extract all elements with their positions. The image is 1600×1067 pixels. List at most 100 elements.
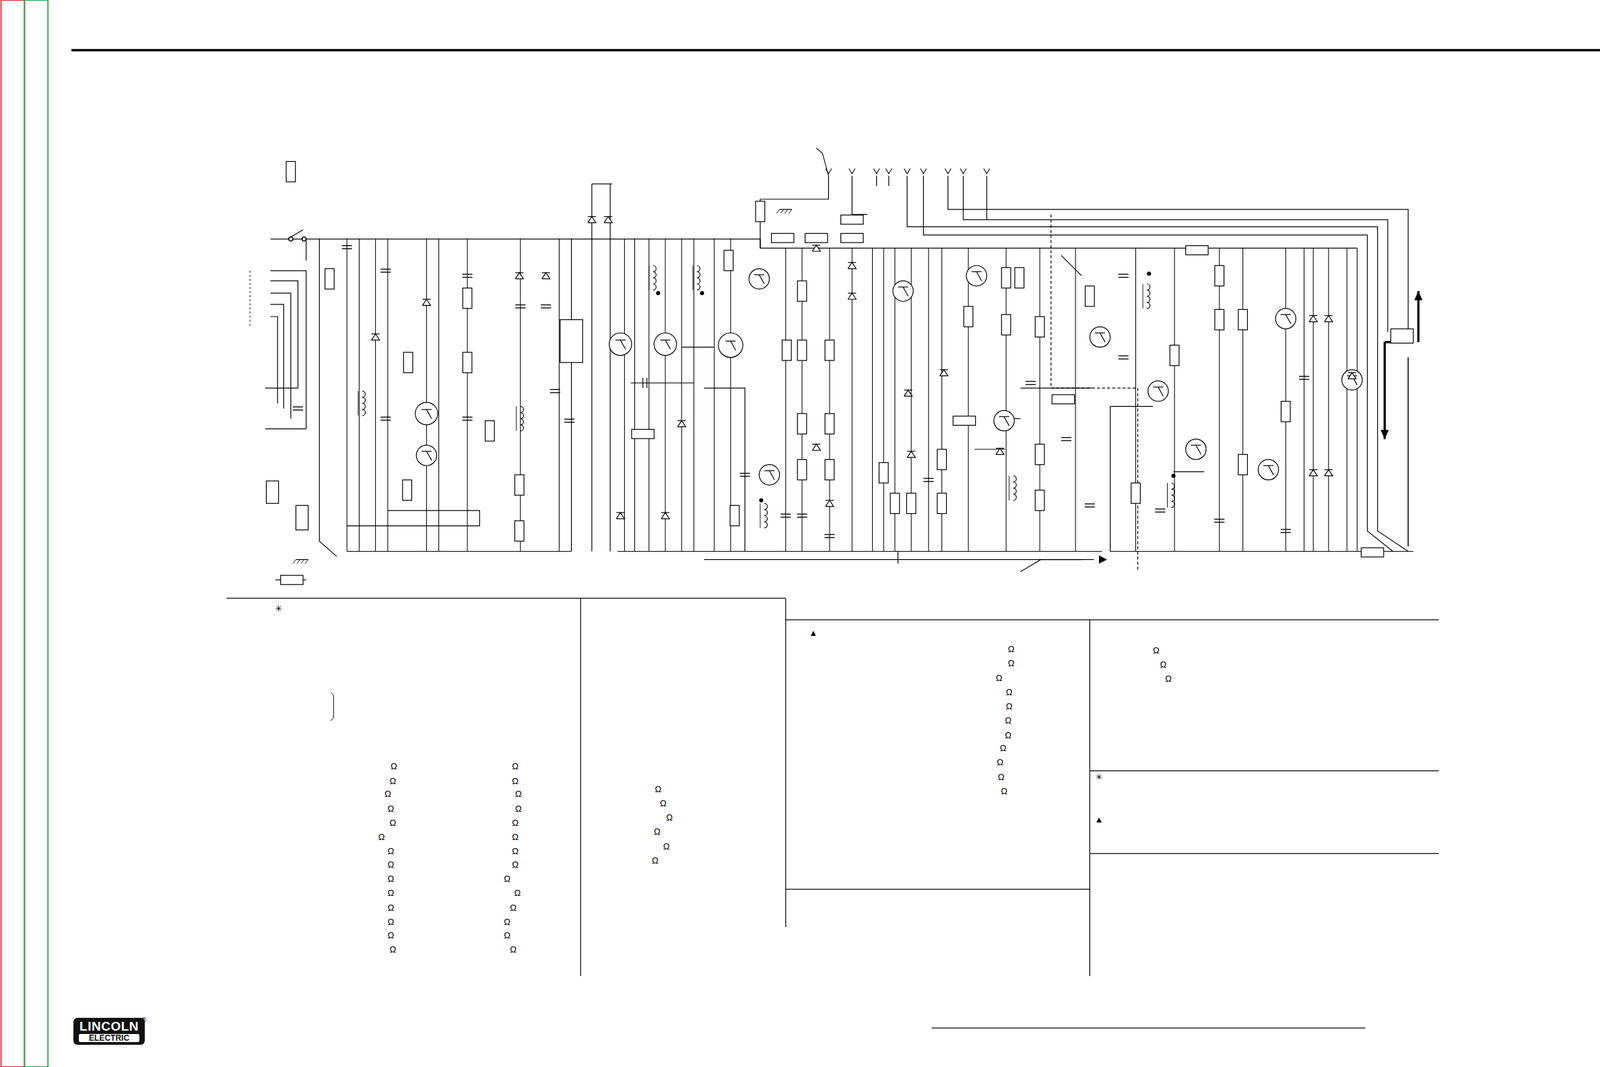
table-symbol: Ω [1004,715,1013,725]
resistor-symbol [1014,267,1025,288]
diode-symbol [904,389,913,396]
wire [883,247,885,551]
wire [346,510,480,526]
diode-symbol [995,447,1005,454]
table-rule [785,888,1091,889]
wire [466,239,468,552]
wire [270,304,285,409]
wire [624,239,625,552]
resistor-symbol [1238,454,1248,475]
table-symbol: ✳ [274,604,283,613]
transistor-leg [426,409,432,419]
diode-symbol [940,369,949,376]
table-symbol: Ω [1152,645,1161,655]
wire [438,239,440,552]
wire [888,175,889,186]
capacitor-symbol [1154,511,1165,512]
wire [664,239,666,552]
resistor-symbol [937,492,947,514]
capacitor-symbol [796,516,807,518]
table-symbol: Ω [514,804,523,813]
transistor-leg [730,340,737,351]
ground-symbol [305,559,309,564]
wire [319,239,337,557]
polarity-dot [1171,473,1176,478]
table-symbol: ✳ [1094,772,1104,782]
diode-bar [907,450,916,452]
diode-symbol [1324,315,1333,322]
diode-bar [1348,372,1357,374]
switch-contact [302,237,307,242]
diode-symbol [812,443,821,450]
resistor-symbol [841,214,864,225]
ground-symbol [779,208,792,210]
table-symbol: Ω [387,930,396,940]
wire [375,239,376,552]
capacitor-symbol [342,245,353,246]
diode-symbol [604,216,613,223]
diode-symbol [515,272,524,279]
resistor-symbol [797,340,807,361]
resistor-symbol [1051,394,1075,405]
table-symbol: Ω [389,818,398,827]
transistor-leg [620,340,626,350]
terminal [920,168,927,174]
capacitor-symbol [550,389,561,390]
coil-core [1008,475,1010,500]
table-rule [1089,852,1439,854]
table-symbol: Ω [1164,674,1173,683]
wire [693,239,695,552]
capacitor-symbol [1118,276,1129,278]
arrow-head [1098,555,1108,564]
diode-bar [1309,315,1318,316]
resistor-symbol [1035,490,1045,511]
capacitor-symbol [342,248,353,250]
resistor-symbol [1214,309,1225,330]
transistor-leg [426,451,432,461]
capacitor-symbol [780,516,791,518]
transistor-symbol [966,265,987,286]
table-symbol: Ω [1000,786,1009,796]
table-symbol: Ω [659,798,668,808]
capacitor-symbol [1280,531,1291,533]
wire [1313,247,1314,551]
wire [967,247,969,551]
resistor-symbol [1035,316,1045,337]
transistor-symbol [1148,380,1169,401]
resistor-symbol [729,505,740,526]
table-symbol: Ω [1159,659,1168,669]
coil-symbol [1171,482,1176,508]
resistor-symbol [462,288,473,309]
capacitor-symbol [824,534,835,535]
diode-bar [661,511,670,513]
table-rule [785,618,1440,620]
wire [634,239,636,552]
transistor-symbol [758,464,780,485]
component-box [265,480,279,504]
resistor-symbol [402,479,413,500]
transistor-leg [1100,332,1106,343]
capacitor-symbol [1061,437,1072,438]
table-symbol: Ω [1007,658,1016,668]
wire [305,239,307,261]
diode-symbol [847,262,856,269]
diode-bar [904,389,913,390]
resistor-symbol [403,352,413,373]
wire [1061,255,1082,276]
wire [558,239,560,552]
diode-bar [1324,469,1333,471]
diode-symbol [677,420,686,427]
diode-symbol [1348,372,1357,379]
wire [1382,550,1413,552]
diode-bar [812,443,821,445]
diode-bar [812,244,821,246]
resistor-symbol [805,233,828,244]
terminal [825,168,832,174]
table-symbol: Ω [387,846,396,856]
table-symbol: Ω [387,804,396,813]
diode-symbol [1309,315,1318,322]
wire [1346,247,1348,551]
resistor-symbol [906,492,916,514]
table-symbol: Ω [665,812,674,822]
